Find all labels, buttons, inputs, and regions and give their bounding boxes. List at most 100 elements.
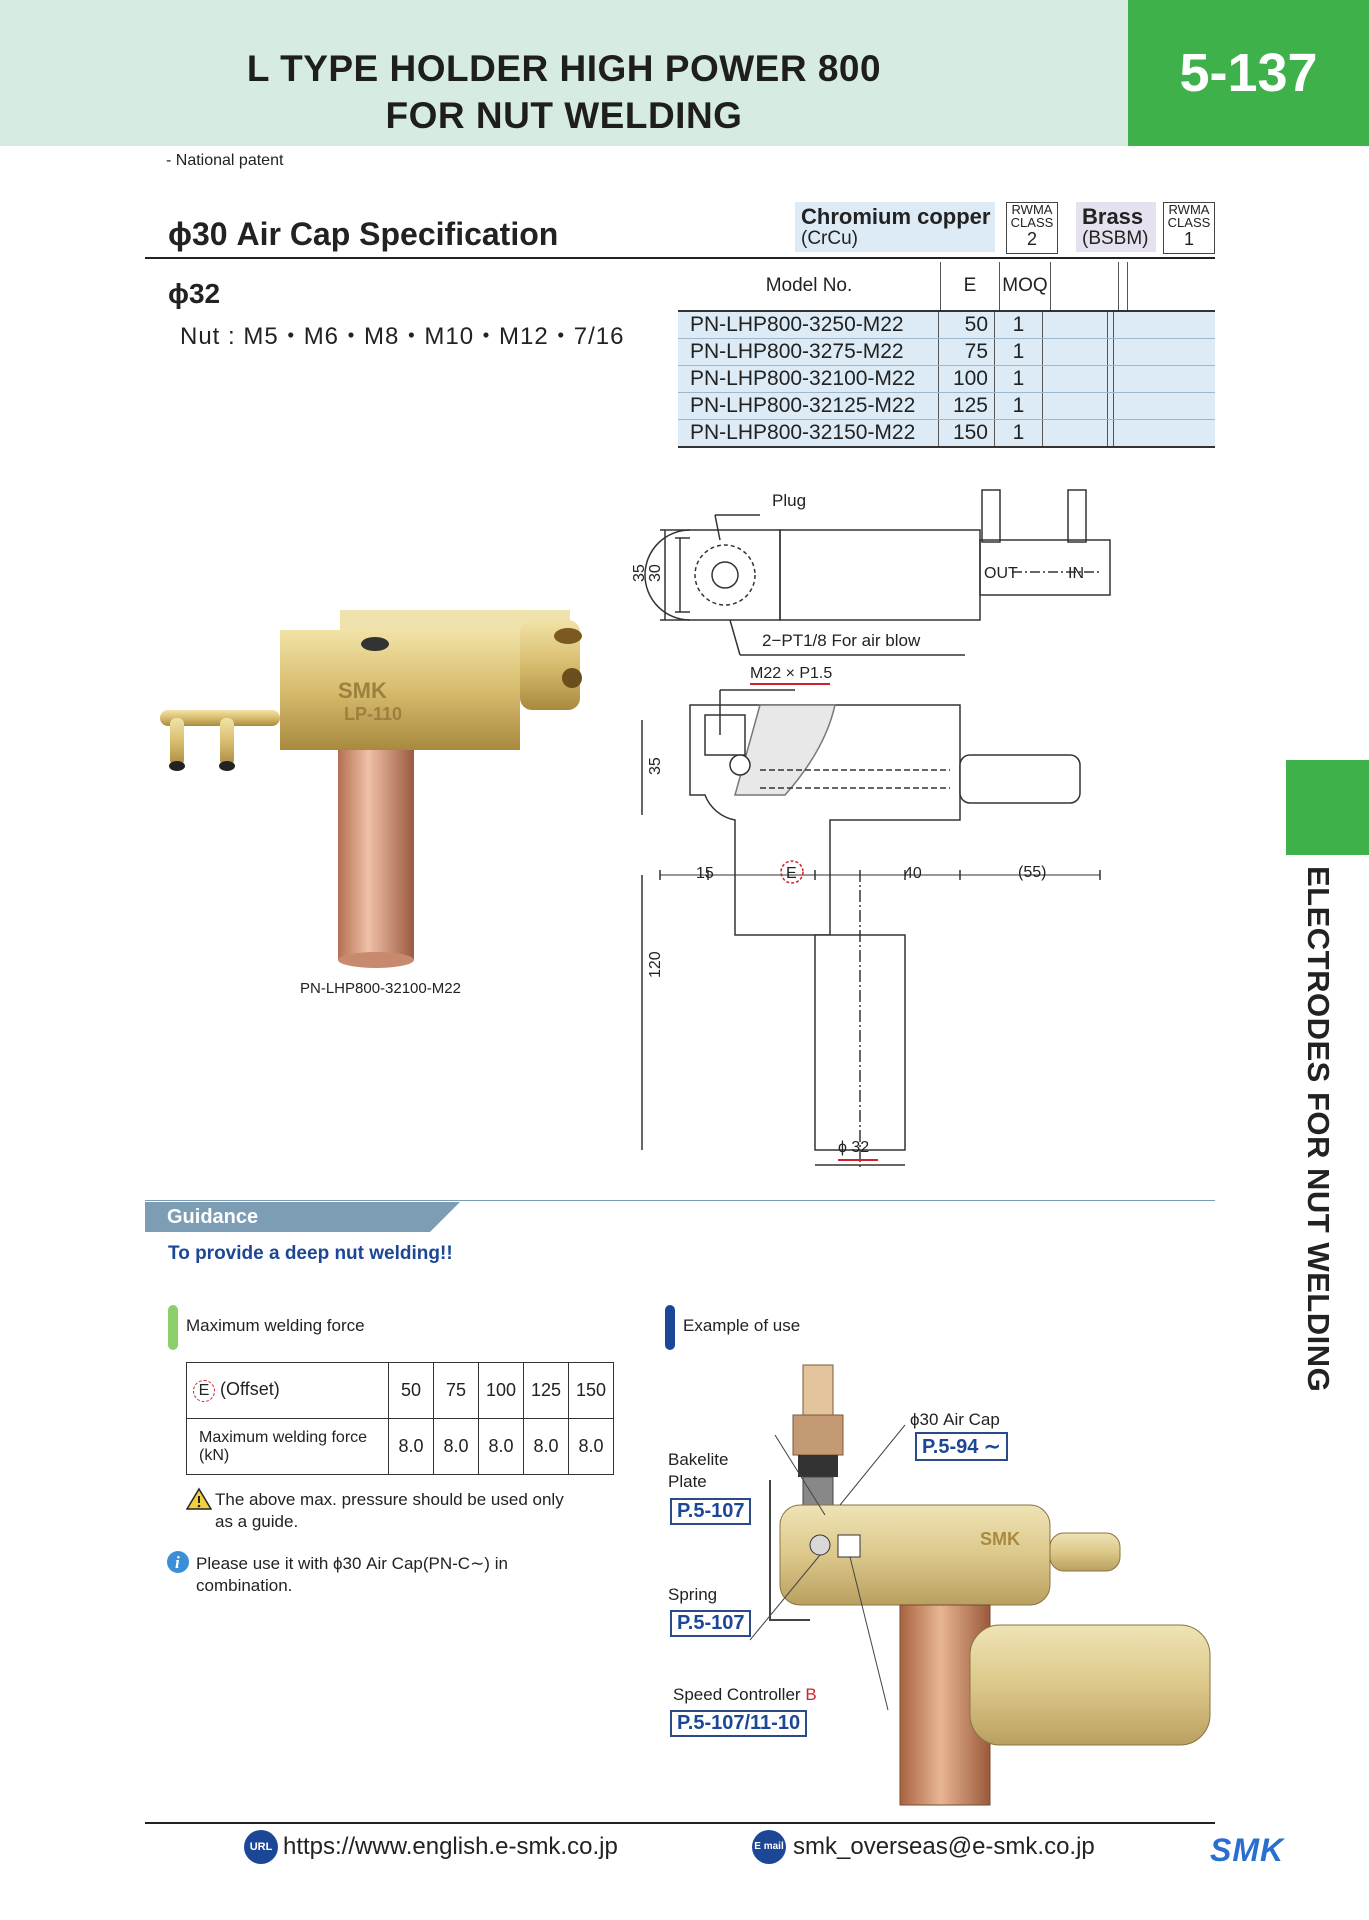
dim-35-top: 35 bbox=[631, 564, 648, 582]
force-table: E (Offset) 50 75 100 125 150 Maximum wel… bbox=[186, 1362, 614, 1475]
footer-url[interactable]: https://www.english.e-smk.co.jp bbox=[283, 1833, 618, 1860]
ex-aircap-ref[interactable]: P.5-94 ∼ bbox=[915, 1432, 1008, 1461]
e-cell: 100 bbox=[938, 366, 994, 392]
moq-cell: 1 bbox=[994, 393, 1042, 419]
warning-text-2: as a guide. bbox=[215, 1512, 299, 1531]
photo-nipple-end-1 bbox=[169, 761, 185, 771]
ex-speed-label: Speed Controller B bbox=[673, 1685, 817, 1704]
ex-bakelite-plate bbox=[769, 1480, 810, 1621]
photo-logo: SMK bbox=[338, 678, 387, 703]
footer-logo: SMK bbox=[1210, 1832, 1285, 1868]
warning-icon bbox=[186, 1487, 212, 1510]
example-illustration: SMK bbox=[749, 1364, 1211, 1806]
force-row1-label: E (Offset) bbox=[186, 1362, 389, 1419]
label-out: OUT bbox=[984, 565, 1018, 582]
moq-cell: 1 bbox=[994, 366, 1042, 392]
force-row2-label: Maximum welding force(kN) bbox=[186, 1418, 389, 1475]
e-cell: 125 bbox=[938, 393, 994, 419]
model-table: Model No. E MOQ bbox=[678, 262, 1215, 310]
example-marker bbox=[665, 1305, 675, 1350]
warning-text-1: The above max. pressure should be used o… bbox=[215, 1490, 564, 1509]
ex-bakelite-label-1: Bakelite bbox=[668, 1450, 729, 1469]
ex-speed-ref[interactable]: P.5-107/11-10 bbox=[670, 1710, 808, 1737]
model-table-rule bbox=[678, 310, 1215, 312]
model-cell: PN-LHP800-32125-M22 bbox=[690, 394, 916, 417]
dim-35-side: 35 bbox=[647, 757, 664, 775]
info-text-2: combination. bbox=[196, 1576, 293, 1595]
ex-spring-ref[interactable]: P.5-107 bbox=[670, 1610, 752, 1637]
dim-phi32: ϕ 32 bbox=[838, 1139, 869, 1156]
diameter-label: ϕ32 bbox=[168, 278, 221, 309]
email-badge-icon: E mail bbox=[752, 1830, 786, 1864]
ex-leader-spring bbox=[749, 1554, 821, 1641]
model-table-bottom bbox=[678, 446, 1215, 448]
photo-caption: PN-LHP800-32100-M22 bbox=[300, 980, 461, 997]
offset-cell: 75 bbox=[433, 1362, 479, 1419]
technical-drawing: Plug 35 30 OUT IN 2−PT1/8 For air blow M… bbox=[631, 489, 1111, 1170]
dim-120: 120 bbox=[647, 951, 664, 978]
force-cell: 8.0 bbox=[523, 1418, 569, 1475]
dim-40: 40 bbox=[904, 865, 922, 882]
page-title-line1: L TYPE HOLDER HIGH POWER 800 bbox=[246, 48, 882, 89]
photo-copper-shank bbox=[338, 750, 414, 960]
dim-55: (55) bbox=[1018, 864, 1046, 881]
ex-spring-label: Spring bbox=[668, 1585, 718, 1604]
model-cell: PN-LHP800-3250-M22 bbox=[690, 313, 904, 336]
ex-leader-aircap bbox=[839, 1424, 906, 1506]
guidance-line bbox=[145, 1200, 1215, 1201]
offset-cell: 150 bbox=[568, 1362, 614, 1419]
side-label: ELECTRODES FOR NUT WELDING bbox=[1301, 866, 1336, 1393]
dim-15: 15 bbox=[696, 865, 714, 882]
e-cell: 75 bbox=[938, 339, 994, 365]
example-heading: Example of use bbox=[683, 1316, 801, 1335]
ex-cap-ring bbox=[798, 1455, 838, 1477]
force-marker bbox=[168, 1305, 178, 1350]
moq-cell: 1 bbox=[994, 312, 1042, 338]
page-title-line2: FOR NUT WELDING bbox=[385, 95, 743, 136]
side-view bbox=[641, 689, 1101, 1170]
moq-cell: 1 bbox=[994, 339, 1042, 365]
footer-email[interactable]: smk_overseas@e-smk.co.jp bbox=[793, 1833, 1095, 1860]
guidance-band-tip bbox=[430, 1202, 460, 1232]
spec-divider bbox=[145, 257, 1215, 259]
dim-e-circle bbox=[780, 860, 804, 884]
ex-speed-suffix: B bbox=[805, 1685, 817, 1704]
model-cell: PN-LHP800-32150-M22 bbox=[690, 421, 916, 444]
force-cell: 8.0 bbox=[433, 1418, 479, 1475]
model-table-wrap: Model No. E MOQ bbox=[678, 262, 1215, 310]
top-view bbox=[644, 489, 1111, 656]
ex-cap-mid bbox=[792, 1414, 844, 1456]
ex-bakelite-ref[interactable]: P.5-107 bbox=[670, 1498, 752, 1525]
force-cell: 8.0 bbox=[478, 1418, 524, 1475]
offset-circle: E bbox=[193, 1380, 215, 1402]
ex-cap-top bbox=[802, 1364, 834, 1416]
th-model: Model No. bbox=[765, 275, 853, 296]
side-tab bbox=[1286, 760, 1369, 855]
offset-cell: 50 bbox=[388, 1362, 434, 1419]
label-air-blow: 2−PT1/8 For air blow bbox=[762, 631, 921, 650]
photo-nipple-3 bbox=[220, 718, 234, 766]
ex-holder-plug bbox=[1049, 1532, 1121, 1572]
patent-note: - National patent bbox=[166, 152, 284, 169]
photo-mark: LP-110 bbox=[344, 704, 402, 724]
photo-nipple-end-2 bbox=[219, 761, 235, 771]
label-in: IN bbox=[1068, 565, 1084, 582]
info-icon: i bbox=[167, 1551, 189, 1573]
guidance-band: Guidance bbox=[145, 1202, 430, 1232]
model-cell: PN-LHP800-32100-M22 bbox=[690, 367, 916, 390]
photo-plug-hole bbox=[361, 637, 389, 651]
ex-speed-controller bbox=[837, 1534, 861, 1558]
guidance-subtitle: To provide a deep nut welding!! bbox=[168, 1243, 453, 1264]
th-e: E bbox=[940, 262, 1000, 310]
dim-e: E bbox=[786, 865, 797, 882]
model-cell: PN-LHP800-3275-M22 bbox=[690, 340, 904, 363]
force-cell: 8.0 bbox=[388, 1418, 434, 1475]
material-brass: Brass (BSBM) bbox=[1076, 202, 1156, 252]
photo-thread-hole bbox=[554, 628, 582, 644]
